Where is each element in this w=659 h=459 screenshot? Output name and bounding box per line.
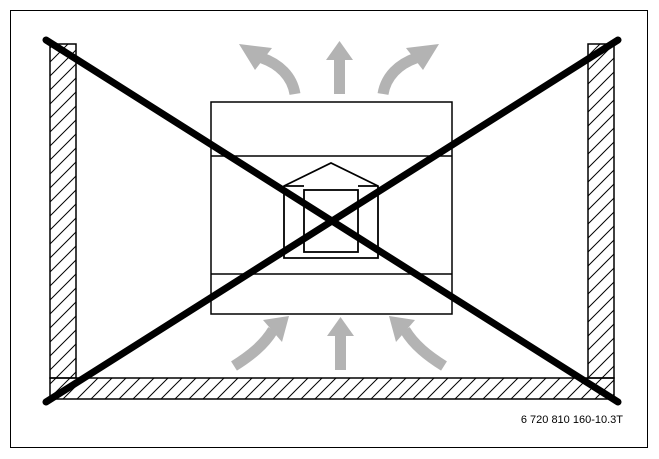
curved-arrow-icon — [231, 316, 289, 371]
appliance-unit — [210, 101, 453, 315]
curved-arrow-icon — [239, 44, 301, 96]
up-arrow-icon — [327, 317, 354, 370]
up-arrow-icon — [326, 41, 353, 94]
curved-arrow-icon — [389, 316, 447, 371]
house-icon — [283, 161, 379, 259]
airflow-out-arrows — [239, 41, 439, 96]
cross-mark-icon — [42, 36, 622, 406]
curved-arrow-icon — [377, 44, 439, 96]
left-wall — [49, 43, 77, 379]
airflow-in-arrows — [231, 316, 447, 371]
right-wall — [587, 43, 615, 379]
figure-number: 6 720 810 160-10.3T — [520, 414, 623, 426]
floor — [49, 377, 615, 400]
